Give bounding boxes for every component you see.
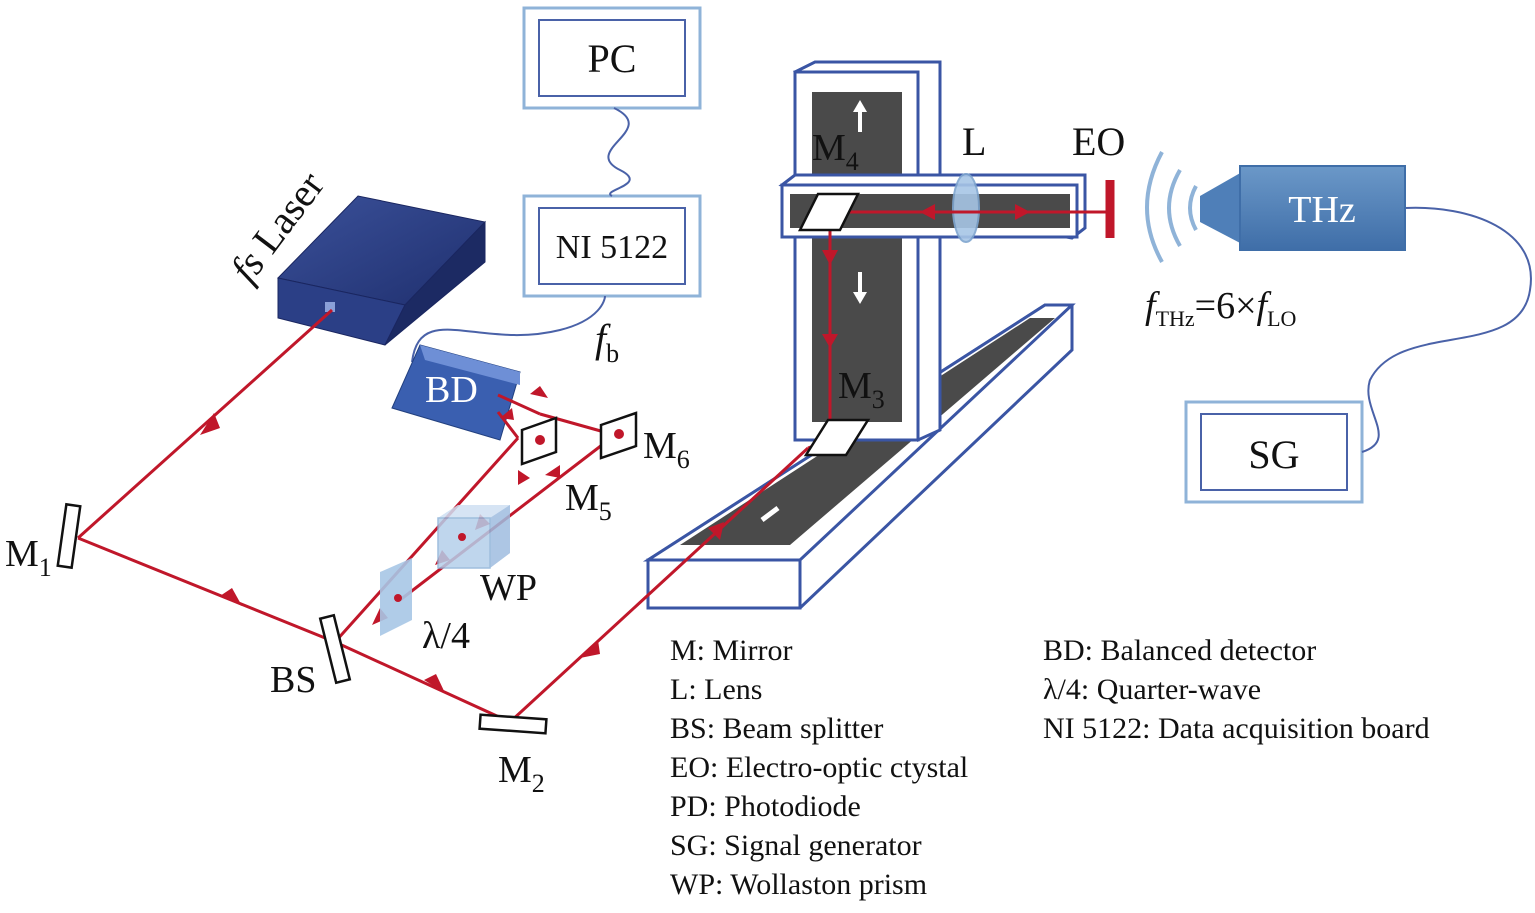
label-bs: BS — [270, 659, 316, 701]
legend-item: λ/4: Quarter-wave — [1043, 673, 1261, 706]
bd-ni-cable — [411, 295, 606, 363]
fs-laser — [277, 195, 486, 346]
legend-item: PD: Photodiode — [670, 790, 861, 823]
label-m6: M6 — [643, 425, 690, 474]
pc-label: PC — [588, 36, 637, 81]
legend-item: NI 5122: Data acquisition board — [1043, 712, 1430, 745]
label-lens: L — [962, 119, 986, 164]
legend-left: M: Mirror L: Lens BS: Beam splitter EO: … — [670, 634, 968, 901]
bd-label: BD — [425, 369, 478, 411]
label-m2: M2 — [498, 749, 545, 798]
legend-item: L: Lens — [670, 673, 762, 706]
label-fb: fb — [595, 316, 619, 368]
label-quarter-wave: λ/4 — [422, 615, 470, 657]
legend-item: BS: Beam splitter — [670, 712, 883, 745]
legend-item: BD: Balanced detector — [1043, 634, 1316, 667]
label-m4: M4 — [812, 127, 859, 176]
legend-item: EO: Electro-optic ctystal — [670, 751, 968, 784]
label-eo: EO — [1072, 119, 1125, 164]
mirror-m3 — [803, 418, 871, 457]
label-fthz-relation: fTHz=6×fLO — [1145, 285, 1296, 331]
legend-item: SG: Signal generator — [670, 829, 922, 862]
mirror-m1 — [56, 502, 82, 570]
balanced-detector: BD — [391, 344, 521, 441]
label-m1: M1 — [5, 533, 52, 582]
label-wp: WP — [480, 567, 537, 609]
thz-waves — [1145, 151, 1198, 263]
sg-label: SG — [1248, 432, 1299, 477]
wollaston-prism — [437, 505, 510, 569]
legend-item: M: Mirror — [670, 634, 793, 667]
legend-right: BD: Balanced detector λ/4: Quarter-wave … — [1043, 634, 1430, 745]
lens-l — [952, 173, 980, 243]
beam-arrows — [200, 204, 1030, 693]
thz-label: THz — [1288, 189, 1356, 231]
label-m5: M5 — [565, 477, 612, 526]
label-m3: M3 — [838, 365, 885, 414]
ni5122-label: NI 5122 — [556, 229, 668, 266]
pc-ni-cable — [607, 107, 631, 197]
beam-splitter — [318, 613, 352, 685]
pc-box: PC — [522, 6, 702, 110]
mirror-m4 — [797, 192, 861, 232]
thz-source: THz — [1200, 165, 1406, 251]
mirror-m2 — [478, 713, 548, 735]
legend-item: WP: Wollaston prism — [670, 868, 927, 901]
sg-box: SG — [1184, 400, 1364, 504]
thz-sg-cable — [1361, 206, 1532, 453]
ni5122-box: NI 5122 — [522, 194, 702, 298]
